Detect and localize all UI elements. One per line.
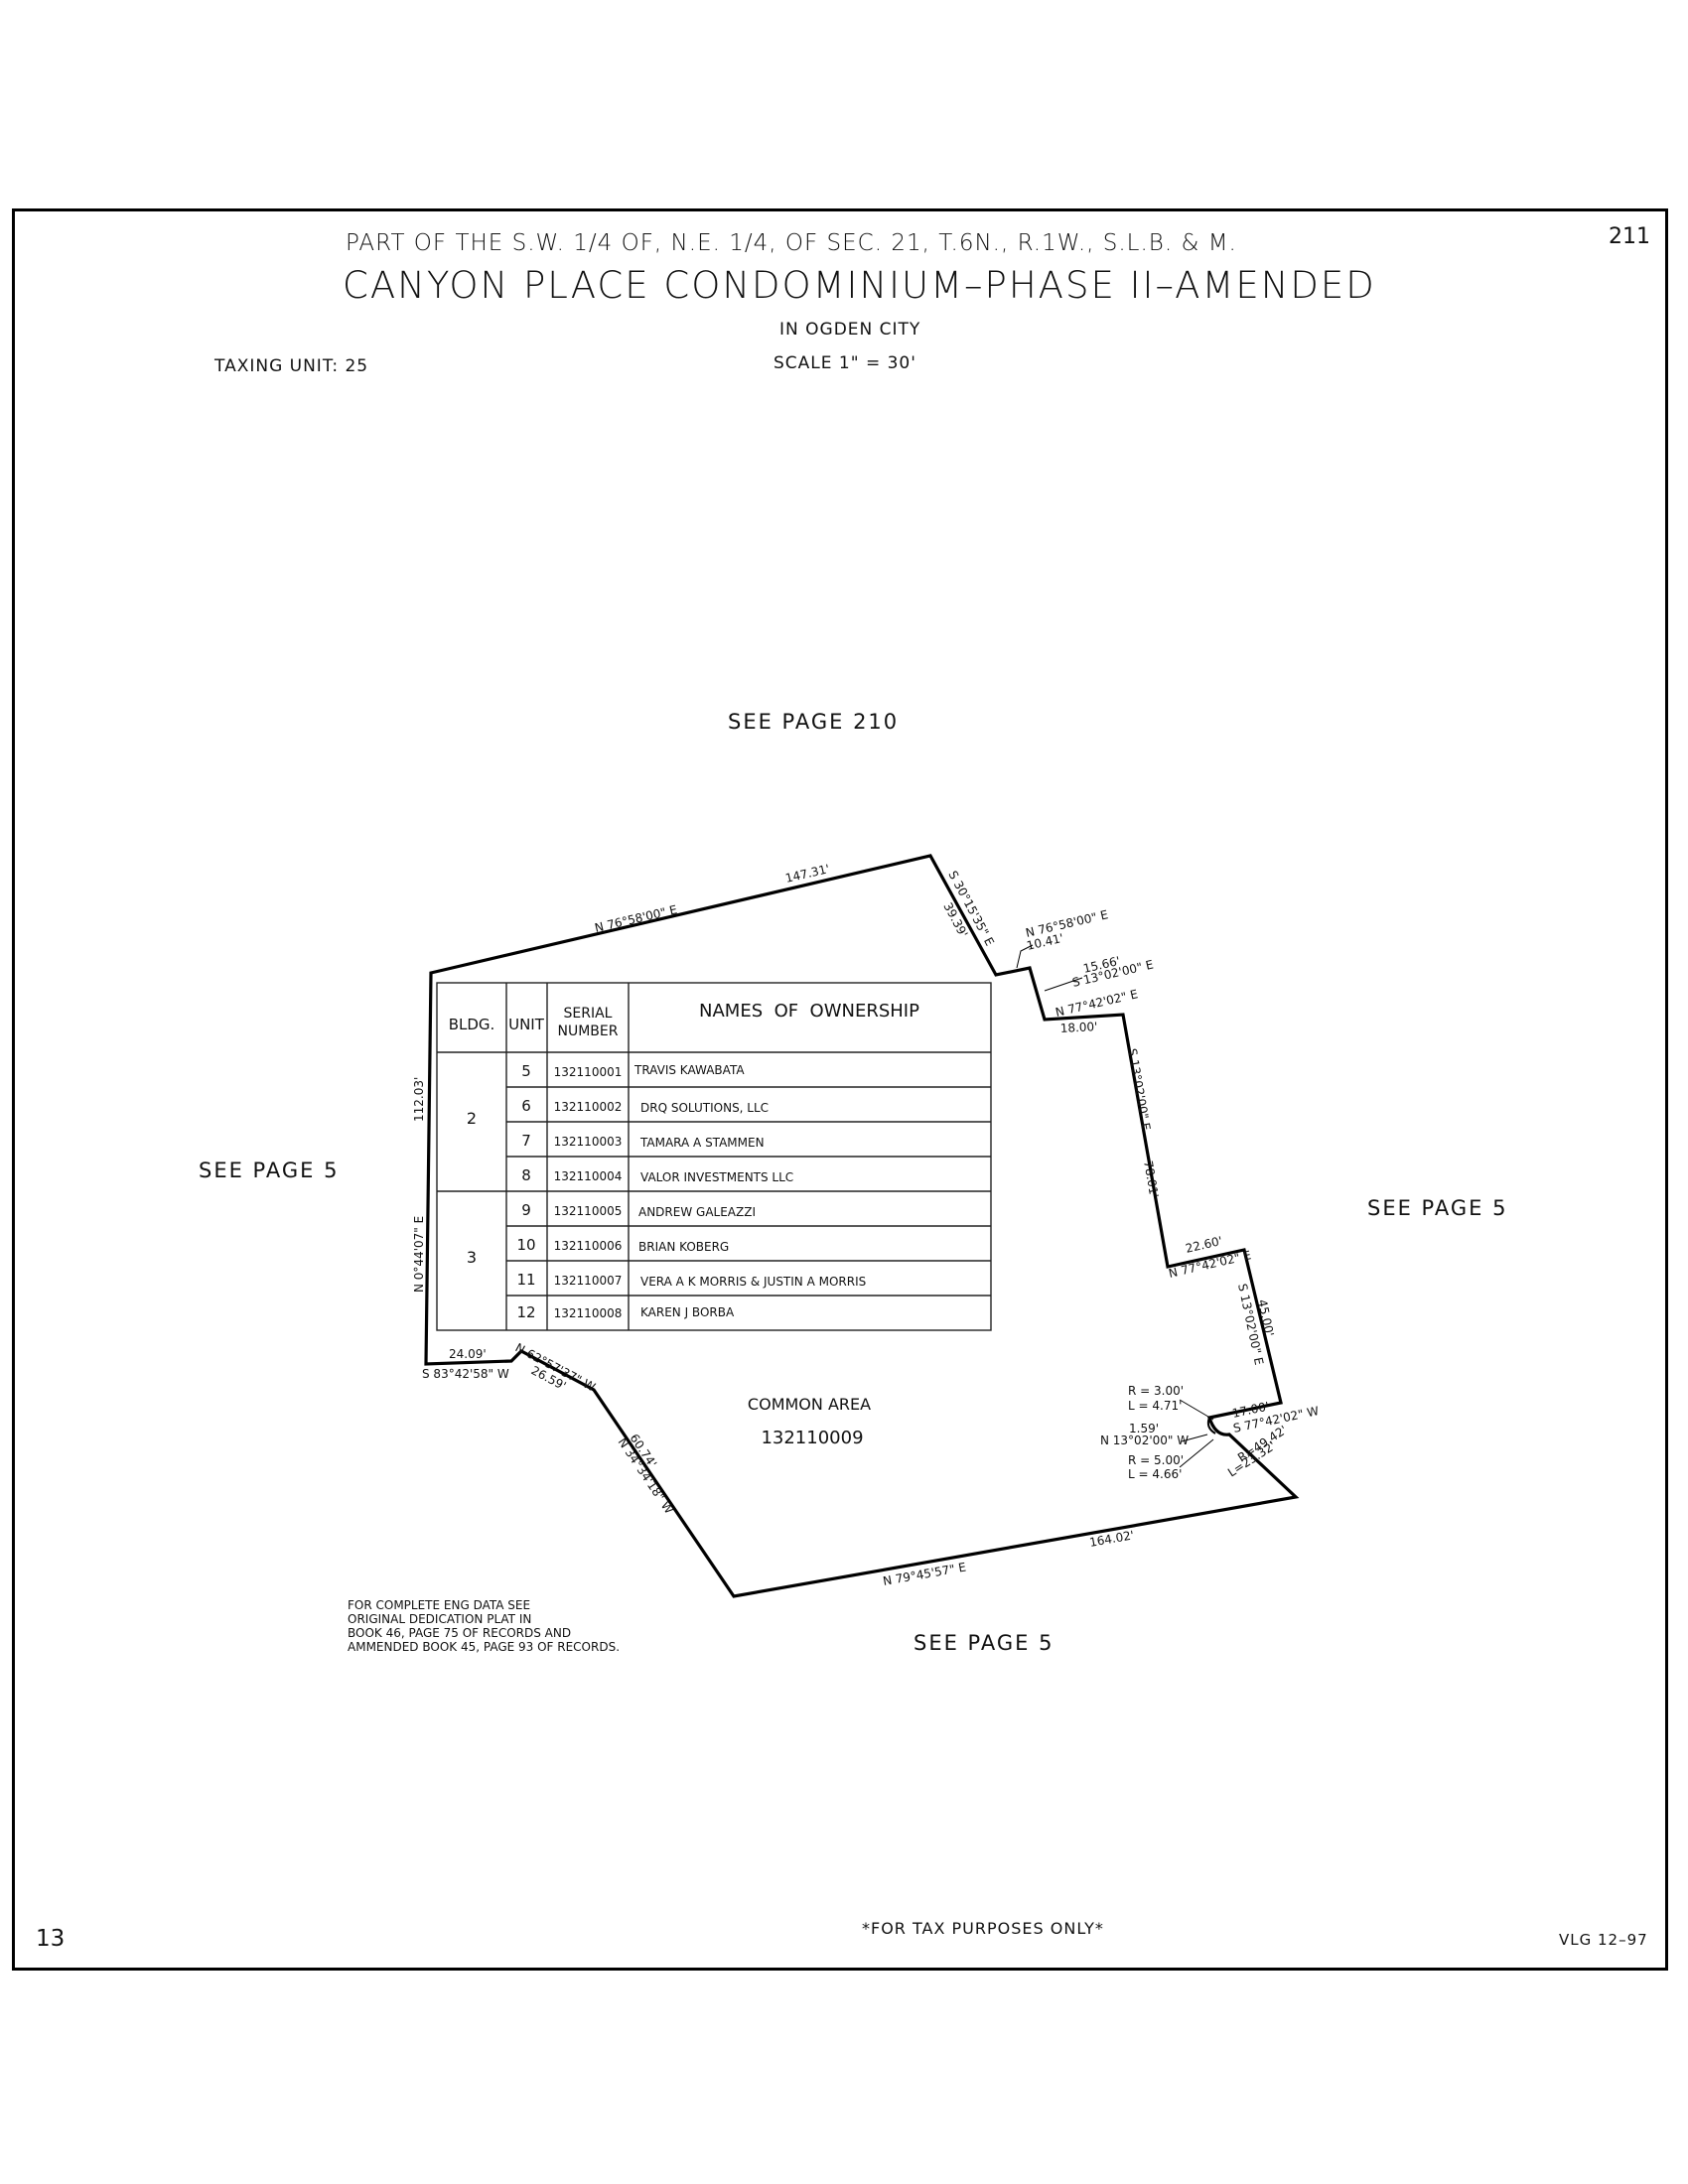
table-cell-unit: 8	[521, 1166, 531, 1184]
table-cell-unit: 7	[521, 1132, 531, 1150]
table-cell-serial: 132110008	[554, 1306, 623, 1320]
leader-lines	[1016, 944, 1214, 1468]
table-row: 8 132110004 VALOR INVESTMENTS LLC	[521, 1166, 793, 1184]
table-cell-serial: 132110001	[554, 1065, 623, 1079]
curve-label: L = 4.71'	[1128, 1399, 1182, 1413]
table-cell-unit: 9	[521, 1201, 531, 1219]
table-row: 6 132110002 DRQ SOLUTIONS, LLC	[521, 1097, 769, 1115]
table-cell-unit: 12	[516, 1303, 535, 1321]
taxing-unit: TAXING UNIT: 25	[214, 356, 369, 376]
curve-label: L = 4.66'	[1128, 1467, 1182, 1481]
ownership-table	[436, 982, 992, 1331]
table-header-names: NAMES OF OWNERSHIP	[699, 1001, 919, 1022]
see-page-top[interactable]: SEE PAGE 210	[728, 710, 900, 734]
course-label: N 79°45'57" E	[882, 1560, 967, 1588]
course-label: N 0°44'07" E	[412, 1216, 426, 1293]
table-row: 5 132110001 TRAVIS KAWABATA	[521, 1062, 745, 1080]
table-cell-serial: 132110002	[554, 1100, 623, 1114]
see-page-left[interactable]: SEE PAGE 5	[199, 1159, 340, 1182]
table-cell-owner: DRQ SOLUTIONS, LLC	[640, 1101, 769, 1115]
course-label: N 77°42'02" E	[1168, 1248, 1253, 1281]
course-label: S 13°02'00" E	[1125, 1047, 1153, 1132]
table-row: 10 132110006 BRIAN KOBERG	[516, 1236, 729, 1254]
course-label: N 76°58'00" E	[1025, 907, 1110, 940]
table-row: 7 132110003 TAMARA A STAMMEN	[521, 1132, 764, 1150]
map-sheet-border	[12, 208, 1668, 1971]
curve-label: R = 5.00'	[1128, 1453, 1184, 1467]
table-cell-serial: 132110003	[554, 1135, 623, 1149]
table-header-bldg: BLDG.	[449, 1016, 495, 1033]
parcel-boundary	[424, 854, 1300, 1598]
tax-disclaimer: *FOR TAX PURPOSES ONLY*	[862, 1919, 1104, 1938]
table-cell-owner: TAMARA A STAMMEN	[639, 1136, 765, 1150]
table-bldg-3: 3	[467, 1248, 477, 1267]
table-cell-serial: 132110004	[554, 1169, 623, 1183]
course-label: 24.09'	[449, 1347, 487, 1361]
table-cell-serial: 132110007	[554, 1274, 623, 1288]
plat-title: CANYON PLACE CONDOMINIUM–PHASE II–AMENDE…	[343, 264, 1376, 307]
sheet-number: 13	[36, 1926, 66, 1952]
table-row: 9 132110005 ANDREW GALEAZZI	[521, 1201, 756, 1219]
curve-detail	[1206, 1417, 1216, 1434]
course-label: 1.59'	[1129, 1422, 1159, 1435]
course-label: N 77°42'02" E	[1055, 987, 1140, 1020]
see-page-right[interactable]: SEE PAGE 5	[1367, 1196, 1508, 1220]
engineering-data-note: FOR COMPLETE ENG DATA SEE ORIGINAL DEDIC…	[348, 1598, 621, 1654]
table-cell-owner: VALOR INVESTMENTS LLC	[640, 1170, 793, 1184]
table-cell-owner: KAREN J BORBA	[640, 1305, 735, 1319]
table-cell-owner: ANDREW GALEAZZI	[638, 1205, 756, 1219]
course-label: 78.01'	[1141, 1160, 1161, 1199]
table-bldg-2: 2	[467, 1109, 477, 1128]
table-cell-serial: 132110005	[554, 1204, 623, 1218]
plat-city: IN OGDEN CITY	[779, 320, 921, 340]
table-cell-owner: TRAVIS KAWABATA	[633, 1063, 745, 1077]
drafter-stamp: VLG 12–97	[1559, 1931, 1648, 1949]
table-cell-owner: VERA A K MORRIS & JUSTIN A MORRIS	[640, 1275, 866, 1289]
table-row: 12 132110008 KAREN J BORBA	[516, 1303, 735, 1321]
page-number: 211	[1609, 224, 1650, 249]
table-cell-unit: 5	[521, 1062, 531, 1080]
common-area-label: COMMON AREA	[748, 1395, 871, 1414]
course-label: S 83°42'58" W	[422, 1367, 509, 1381]
common-area-serial: 132110009	[761, 1428, 863, 1448]
table-header-serial-2: NUMBER	[558, 1024, 619, 1039]
curve-label: R = 3.00'	[1128, 1384, 1184, 1398]
plat-scale: SCALE 1" = 30'	[774, 353, 916, 373]
course-label: 22.60'	[1185, 1234, 1224, 1256]
table-cell-serial: 132110006	[554, 1239, 623, 1253]
table-header-unit: UNIT	[508, 1016, 545, 1033]
table-cell-owner: BRIAN KOBERG	[638, 1240, 729, 1254]
course-label: N 13°02'00" W	[1100, 1433, 1189, 1447]
table-cell-unit: 10	[516, 1236, 535, 1254]
course-label: 18.00'	[1059, 1020, 1097, 1035]
table-cell-unit: 11	[516, 1271, 535, 1289]
table-header-serial-1: SERIAL	[564, 1006, 613, 1022]
course-label: 112.03'	[412, 1077, 426, 1122]
course-label: N 76°58'00" E	[594, 902, 679, 935]
table-row: 11 132110007 VERA A K MORRIS & JUSTIN A …	[516, 1271, 866, 1289]
table-cell-unit: 6	[521, 1097, 531, 1115]
see-page-bottom[interactable]: SEE PAGE 5	[914, 1631, 1055, 1655]
plat-location-subtitle: PART OF THE S.W. 1/4 OF, N.E. 1/4, OF SE…	[346, 230, 1237, 256]
